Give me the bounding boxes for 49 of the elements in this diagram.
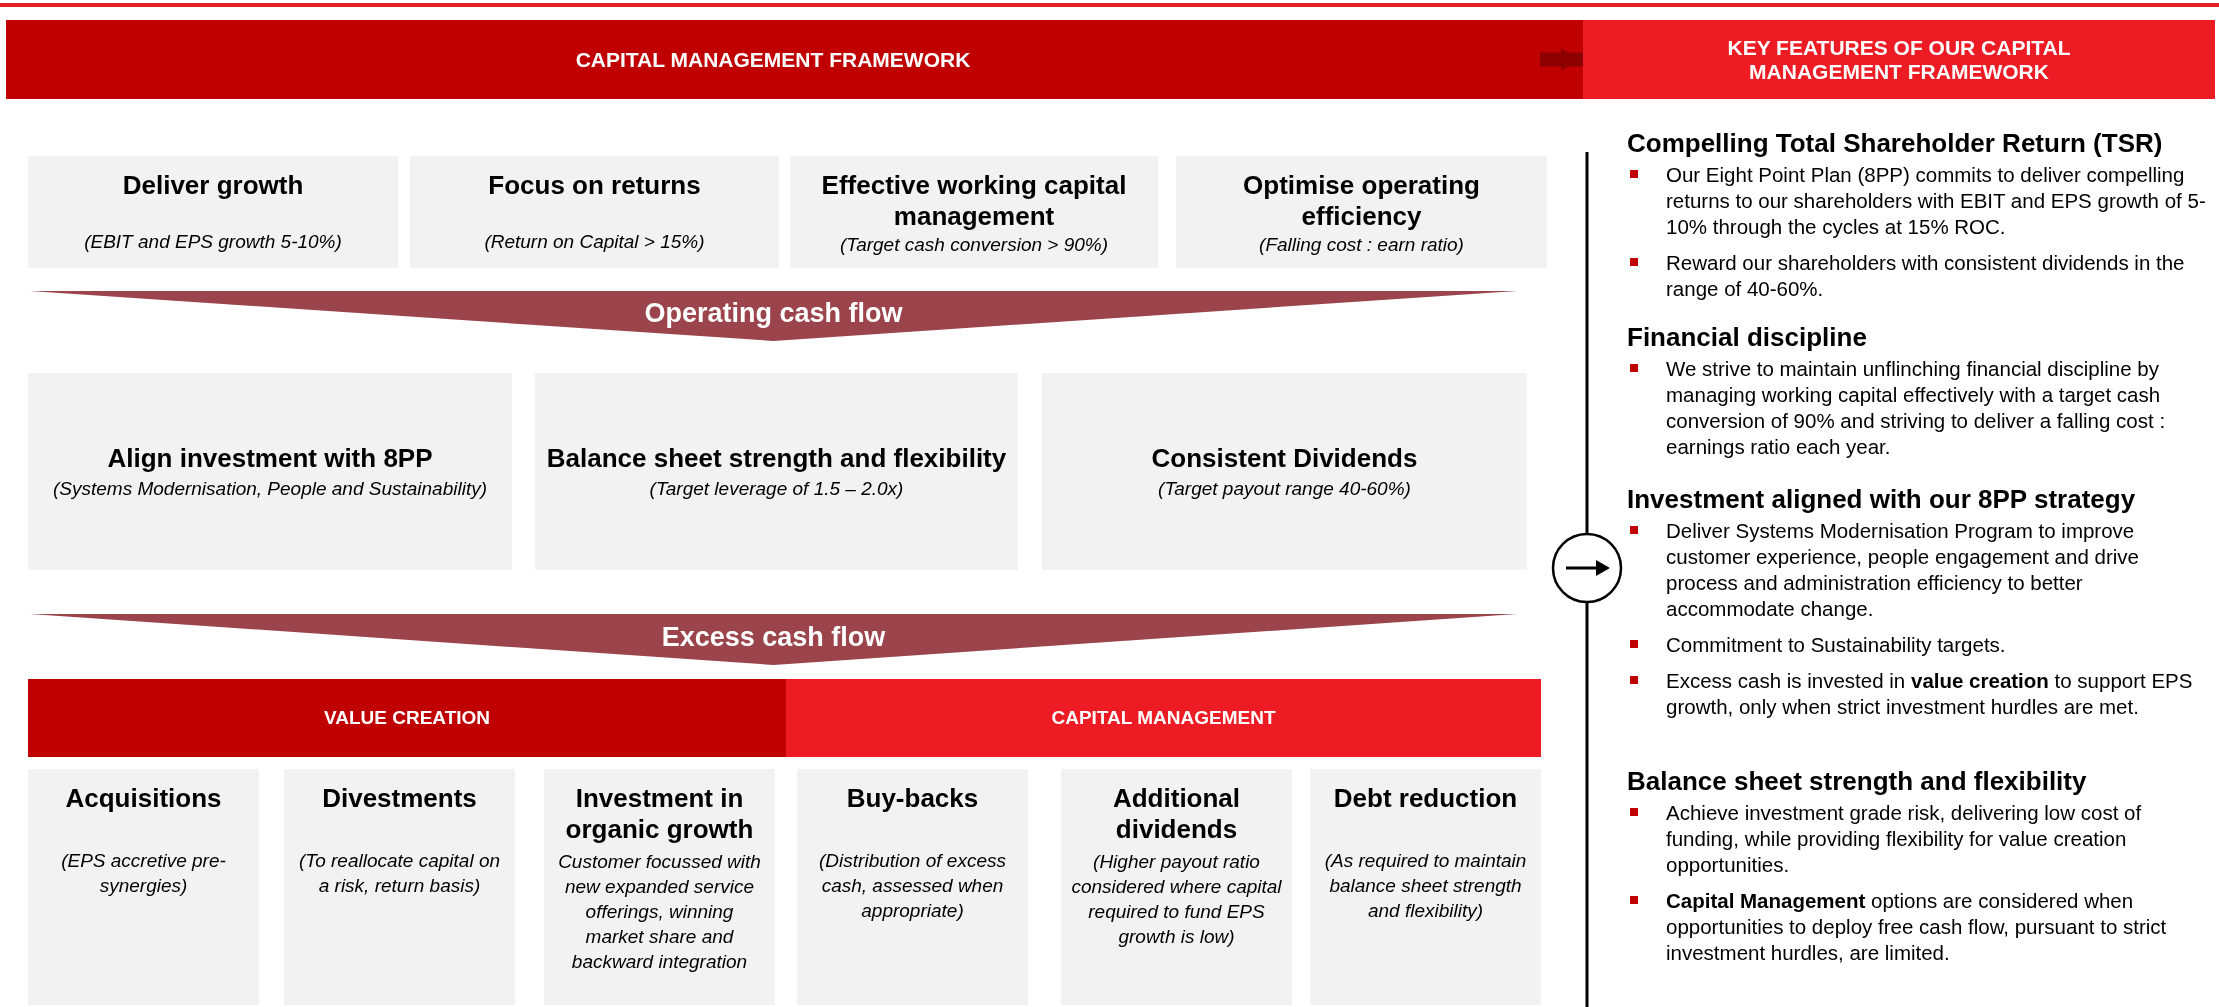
- box-heading: Balance sheet strength and flexibility: [546, 442, 1007, 474]
- box-description: (EPS accretive pre-synergies): [60, 849, 227, 898]
- box-description: (Target cash conversion > 90%): [839, 233, 1109, 257]
- box-description: (Distribution of excess cash, assessed when appropriate): [818, 849, 1007, 923]
- box-description: (Target payout range 40-60%): [1158, 476, 1411, 501]
- bullet-text: Deliver Systems Modernisation Program to improve customer experience, people engagement and drive process and administration efficiency to better accommodate change.: [1666, 518, 2140, 622]
- section-heading: Balance sheet strength and flexibility: [1627, 766, 2088, 796]
- bullet-text: Capital Management options are considered when opportunities to deploy free cash flow, pursuant to strict investment hurdles, are limited.: [1666, 888, 2168, 966]
- box-description: (As required to maintain balance sheet strength and flexibility): [1323, 849, 1528, 923]
- box-description: (Return on Capital > 15%): [484, 230, 705, 254]
- box-heading: Additional dividends: [1111, 783, 1242, 845]
- bullet-text: Reward our shareholders with consistent dividends in the range of 40-60%.: [1666, 250, 2186, 302]
- box-description: (EBIT and EPS growth 5-10%): [84, 230, 342, 254]
- box-heading: Consistent Dividends: [1151, 442, 1418, 474]
- box-heading: Investment in organic growth: [564, 783, 755, 845]
- section-heading: Compelling Total Shareholder Return (TSR): [1627, 128, 2164, 158]
- header-title: CAPITAL MANAGEMENT: [1051, 707, 1276, 729]
- header-band: [28, 679, 786, 757]
- header-title: VALUE CREATION: [323, 707, 491, 729]
- bullet-text: Achieve investment grade risk, delivering low cost of funding, while providing flexibility for value creation opportunities.: [1666, 800, 2143, 878]
- banner-title: Operating cash flow: [644, 298, 903, 330]
- banner-title: Excess cash flow: [661, 622, 886, 654]
- box-description: (To reallocate capital on a risk, return basis): [298, 849, 501, 898]
- box-heading: Effective working capital management: [820, 170, 1128, 232]
- box-description: (Target leverage of 1.5 – 2.0x): [649, 476, 904, 501]
- box-heading: Focus on returns: [488, 170, 701, 201]
- box-description: (Systems Modernisation, People and Sustainability): [52, 476, 488, 501]
- box-heading: Deliver growth: [122, 170, 304, 201]
- header-band: [786, 679, 1541, 757]
- box-heading: Buy-backs: [846, 783, 979, 814]
- header-title: KEY FEATURES OF OUR CAPITAL MANAGEMENT FRAMEWORK: [1726, 35, 2072, 84]
- section-heading: Investment aligned with our 8PP strategy: [1627, 484, 2137, 514]
- box-heading: Debt reduction: [1333, 783, 1518, 814]
- box-description: Customer focussed with new expanded service offerings, winning market share and backward integration: [557, 850, 762, 974]
- section-heading: Financial discipline: [1627, 322, 1868, 352]
- header-band: [6, 20, 1540, 99]
- bullet-text: Our Eight Point Plan (8PP) commits to deliver compelling returns to our shareholders with EBIT and EPS growth of 5-10% through the cycles at 15% ROC.: [1666, 162, 2207, 240]
- bullet-text: Excess cash is invested in value creation to support EPS growth, only when strict investment hurdles are met.: [1666, 668, 2194, 720]
- box-description: (Falling cost : earn ratio): [1259, 233, 1464, 257]
- box-heading: Align investment with 8PP: [107, 442, 433, 474]
- box-description: (Higher payout ratio considered where capital required to fund EPS growth is low): [1071, 850, 1282, 949]
- bullet-text: We strive to maintain unflinching financial discipline by managing working capital effectively with a target cash conversion of 90% and striving to deliver a falling cost : earnings ratio each year.: [1666, 356, 2167, 460]
- box-heading: Acquisitions: [65, 783, 222, 814]
- arrow: [1540, 48, 1583, 71]
- header-title: CAPITAL MANAGEMENT FRAMEWORK: [575, 47, 971, 72]
- box-heading: Divestments: [322, 783, 477, 814]
- header-band: [1583, 20, 2215, 99]
- bullet-text: Commitment to Sustainability targets.: [1666, 632, 2006, 658]
- box-heading: Optimise operating efficiency: [1242, 170, 1481, 232]
